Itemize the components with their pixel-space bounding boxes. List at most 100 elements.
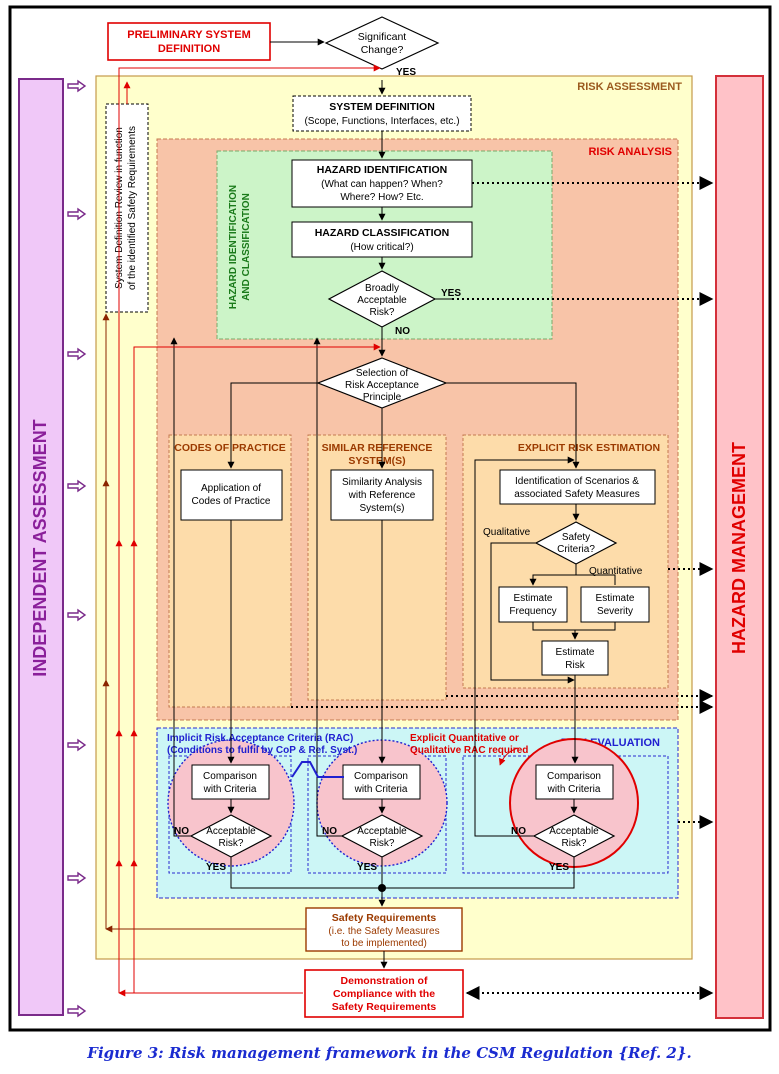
frequency-line2: Frequency	[509, 606, 556, 617]
preliminary-system-definition-box	[107, 22, 271, 61]
severity-line1: Estimate	[596, 593, 635, 604]
yes-label-cop: YES	[206, 862, 226, 873]
no-label-ref: NO	[322, 826, 337, 837]
similarity-line1: Similarity Analysis	[342, 477, 422, 488]
qualitative-label: Qualitative	[483, 527, 531, 538]
estimate-frequency-box	[498, 586, 568, 623]
no-label-exp: NO	[511, 826, 526, 837]
acceptable-exp-line1: Acceptable	[549, 826, 599, 837]
similarity-line3: System(s)	[360, 503, 405, 514]
safety-req-sub1: (i.e. the Safety Measures	[328, 926, 439, 937]
similar-reference-label-2: SYSTEM(S)	[348, 455, 405, 467]
figure-caption: Figure 3: Risk management framework in t…	[87, 1044, 692, 1062]
independent-assessment-bar	[18, 78, 64, 1016]
identification-line1: Identification of Scenarios &	[515, 476, 639, 487]
no-label-cop: NO	[174, 826, 189, 837]
selection-line3: Principle	[363, 392, 402, 403]
safety-req-sub2: to be implemented)	[341, 938, 427, 949]
blue-implicit-link	[291, 761, 344, 778]
severity-line2: Severity	[597, 606, 633, 617]
selection-line2: Risk Acceptance	[345, 380, 419, 391]
comparison-exp-line2: with Criteria	[547, 784, 601, 795]
significant-change-line2: Change?	[361, 44, 404, 56]
broadly-line3: Risk?	[369, 307, 394, 318]
significant-change-line1: Significant	[358, 31, 407, 43]
review-line2: of the identified Safety Requirements	[127, 126, 138, 290]
hazard-classification-sub: (How critical?)	[350, 242, 413, 253]
hazard-management-bar	[715, 75, 764, 1019]
system-definition-review-box	[105, 103, 149, 313]
similar-reference-label-1: SIMILAR REFERENCE	[322, 442, 433, 454]
risk-line2: Risk	[565, 660, 585, 671]
acceptable-cop-line1: Acceptable	[206, 826, 256, 837]
implicit-rac-line2: (Conditions to fulfil by CoP & Ref. Syst…	[167, 745, 357, 756]
broadly-line2: Acceptable	[357, 295, 407, 306]
risk-assessment-label: RISK ASSESSMENT	[577, 81, 682, 93]
criteria-line1: Safety	[562, 532, 590, 543]
hazard-id-class-label-1: HAZARD IDENTIFICATION	[228, 185, 239, 309]
explicit-risk-estimation-label: EXPLICIT RISK ESTIMATION	[518, 442, 660, 454]
comparison-box-explicit	[535, 764, 614, 800]
acceptable-cop-line2: Risk?	[218, 838, 243, 849]
system-definition-title: SYSTEM DEFINITION	[329, 101, 435, 113]
system-definition-sub: (Scope, Functions, Interfaces, etc.)	[304, 116, 459, 127]
demo-line3: Safety Requirements	[332, 1001, 437, 1013]
acceptable-ref-line2: Risk?	[369, 838, 394, 849]
black-connectors	[170, 38, 616, 969]
estimate-severity-box	[580, 586, 650, 623]
yes-label-broadly: YES	[441, 288, 461, 299]
hazard-id-class-label-2: AND CLASSIFICATION	[241, 193, 252, 301]
quantitative-label: Quantitative	[589, 566, 643, 577]
demo-line1: Demonstration of	[341, 975, 428, 987]
red-connectors	[115, 64, 519, 997]
application-line1: Application of	[201, 483, 261, 494]
comparison-ref-line1: Comparison	[354, 771, 408, 782]
hazard-identification-box	[291, 159, 473, 208]
identification-scenarios-box	[499, 469, 656, 505]
comparison-cop-line2: with Criteria	[203, 784, 257, 795]
hazard-identification-sub1: (What can happen? When?	[321, 179, 443, 190]
hazard-management-label: HAZARD MANAGEMENT	[729, 442, 749, 654]
dotted-connectors	[291, 176, 714, 1000]
safety-req-title: Safety Requirements	[332, 912, 437, 924]
acceptable-exp-line2: Risk?	[561, 838, 586, 849]
hazard-classification-box	[291, 221, 473, 258]
similarity-line2: with Reference	[348, 490, 416, 501]
merge-dot	[378, 884, 386, 892]
independent-assessment-arrows	[67, 79, 87, 1018]
comparison-box-ref	[342, 764, 421, 800]
demo-line2: Compliance with the	[333, 988, 435, 1000]
yes-label-exp: YES	[549, 862, 569, 873]
demonstration-box	[304, 969, 464, 1018]
implicit-rac-line1: Implicit Risk Acceptance Criteria (RAC)	[167, 733, 353, 744]
comparison-exp-line1: Comparison	[547, 771, 601, 782]
explicit-rac-line1: Explicit Quantitative or	[410, 733, 519, 744]
system-definition-box	[292, 95, 472, 132]
selection-line1: Selection of	[356, 368, 408, 379]
acceptable-ref-line1: Acceptable	[357, 826, 407, 837]
risk-line1: Estimate	[556, 647, 595, 658]
no-label-broadly: NO	[395, 326, 410, 337]
preliminary-line1: PRELIMINARY SYSTEM	[127, 29, 250, 41]
estimate-risk-box	[541, 640, 609, 676]
similarity-analysis-box	[330, 469, 434, 521]
codes-of-practice-label: CODES OF PRACTICE	[174, 442, 285, 454]
risk-analysis-label: RISK ANALYSIS	[588, 146, 672, 158]
comparison-box-cop	[191, 764, 270, 800]
application-line2: Codes of Practice	[192, 496, 271, 507]
yes-label-change: YES	[396, 67, 416, 78]
brown-connectors	[102, 313, 306, 933]
broadly-line1: Broadly	[365, 283, 399, 294]
significant-change-diamond	[324, 16, 440, 70]
identification-line2: associated Safety Measures	[514, 489, 640, 500]
hazard-identification-title: HAZARD IDENTIFICATION	[317, 164, 447, 176]
criteria-line2: Criteria?	[557, 544, 595, 555]
hazard-identification-sub2: Where? How? Etc.	[340, 192, 423, 203]
frequency-line1: Estimate	[514, 593, 553, 604]
comparison-cop-line1: Comparison	[203, 771, 257, 782]
preliminary-line2: DEFINITION	[158, 43, 220, 55]
comparison-ref-line2: with Criteria	[354, 784, 408, 795]
independent-assessment-label: INDEPENDENT ASSESSMENT	[30, 419, 50, 676]
yes-label-ref: YES	[357, 862, 377, 873]
